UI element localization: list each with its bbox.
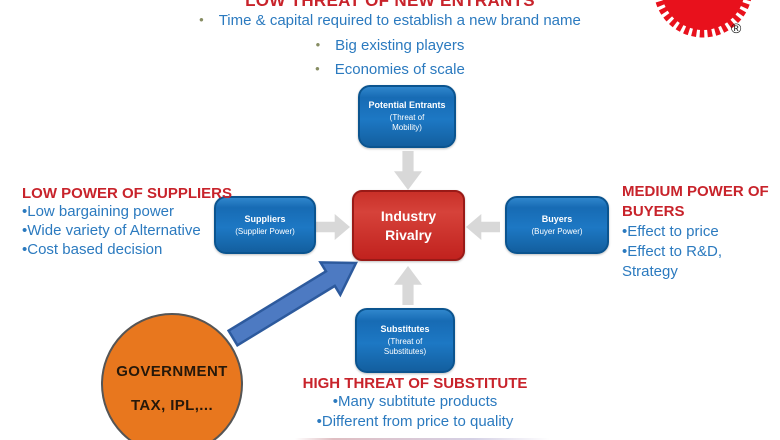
suppliers-bullet: •Low bargaining power xyxy=(22,203,175,220)
arrow-buyers-to-rivalry xyxy=(466,214,500,240)
industry-rivalry-box: Industry Rivalry xyxy=(352,190,465,261)
arrow-suppliers-to-rivalry xyxy=(316,214,350,240)
buyers-bullet: •Effect to R&D, xyxy=(622,243,723,260)
box-subtitle: (Buyer Power) xyxy=(531,226,583,236)
box-subtitle: (Threat of Mobility) xyxy=(389,113,425,132)
registered-trademark-icon: ® xyxy=(731,20,742,36)
box-title: Suppliers xyxy=(244,213,286,224)
buyers-text-block: MEDIUM POWER OF BUYERS •Effect to price … xyxy=(622,182,772,282)
substitute-heading: HIGH THREAT OF SUBSTITUTE xyxy=(302,375,528,392)
box-subtitle: (Supplier Power) xyxy=(235,226,295,236)
suppliers-bullet: •Wide variety of Alternative xyxy=(22,222,201,239)
government-label: GOVERNMENT xyxy=(116,363,228,380)
bullet-dot-icon: • xyxy=(199,12,204,27)
buyers-heading: MEDIUM POWER OF BUYERS xyxy=(622,183,769,220)
box-title: Substitutes xyxy=(380,324,430,334)
bullet-dot-icon: • xyxy=(315,37,321,52)
new-entrants-bullet: • Economies of scale xyxy=(0,61,780,78)
suppliers-heading: LOW POWER OF SUPPLIERS xyxy=(22,185,233,202)
buyers-bullet: Strategy xyxy=(622,263,678,280)
bullet-dot-icon: • xyxy=(315,61,320,76)
bullet-text: Time & capital required to establish a n… xyxy=(218,12,581,29)
box-title: Buyers xyxy=(541,213,573,224)
new-entrants-heading: LOW THREAT OF NEW ENTRANTS xyxy=(245,0,535,10)
bullet-text: Big existing players xyxy=(335,37,465,54)
buyers-box: Buyers (Buyer Power) xyxy=(505,196,609,254)
buyers-bullet: •Effect to price xyxy=(622,223,719,240)
box-title: Potential Entrants xyxy=(368,100,446,110)
new-entrants-bullet: • Big existing players xyxy=(0,37,780,54)
substitute-bullet: •Many subtitute products xyxy=(332,393,498,410)
arrow-substitutes-to-rivalry xyxy=(394,266,422,305)
suppliers-text-block: LOW POWER OF SUPPLIERS •Low bargaining p… xyxy=(22,185,232,259)
new-entrants-bullet: • Time & capital required to establish a… xyxy=(0,12,780,29)
potential-entrants-box: Potential Entrants (Threat of Mobility) xyxy=(358,85,456,148)
substitutes-box: Substitutes (Threat of Substitutes) xyxy=(355,308,455,373)
government-tax-label: TAX, IPL,... xyxy=(130,397,214,414)
bullet-text: Economies of scale xyxy=(334,61,465,78)
clipped-next-line xyxy=(295,438,550,440)
suppliers-bullet: •Cost based decision xyxy=(22,241,163,258)
substitute-bullet: •Different from price to quality xyxy=(316,413,514,430)
box-title: Industry Rivalry xyxy=(380,207,437,243)
government-circle: GOVERNMENT TAX, IPL,... xyxy=(101,313,243,440)
box-subtitle: (Threat of Substitutes) xyxy=(383,337,427,356)
suppliers-box: Suppliers (Supplier Power) xyxy=(214,196,316,254)
substitute-text-block: HIGH THREAT OF SUBSTITUTE •Many subtitut… xyxy=(255,375,575,432)
arrow-entrants-to-rivalry xyxy=(394,151,422,190)
